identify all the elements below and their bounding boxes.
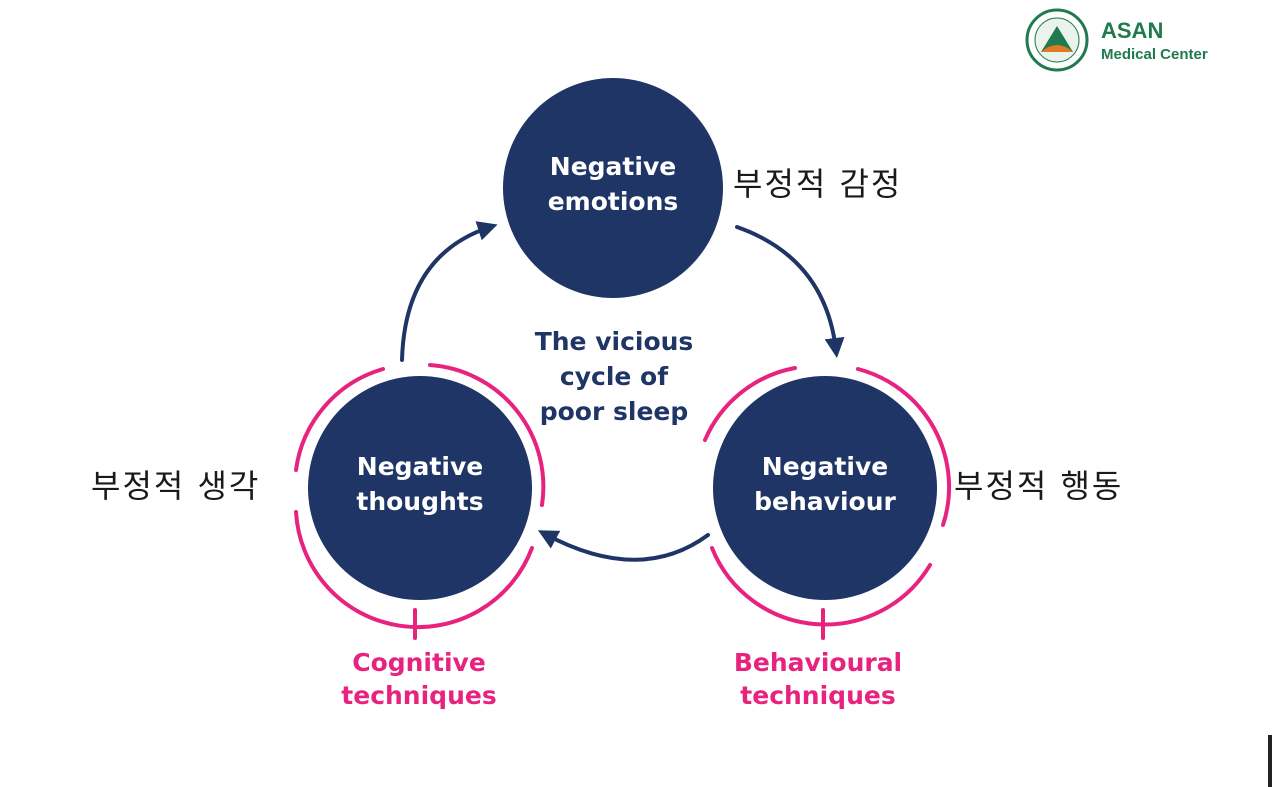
asan-emblem-icon [1025,8,1089,72]
scrollbar[interactable] [1268,735,1272,787]
logo-subtitle: Medical Center [1101,46,1208,63]
behavioural-arc [703,366,952,640]
node-emotions-line2: emotions [548,187,679,216]
asan-logo: ASAN Medical Center [1025,8,1208,72]
node-thoughts-line2: thoughts [356,487,483,516]
cognitive-techniques-label: Cognitive techniques [341,648,496,710]
center-line-1: The vicious [535,327,694,356]
node-negative-behaviour: Negative behaviour [713,376,937,600]
behavioural-line-2: techniques [740,681,895,710]
korean-label-thoughts: 부정적 생각 [91,467,260,505]
arrow-thoughts-to-emotions [400,221,498,362]
korean-label-emotions: 부정적 감정 [733,165,902,203]
korean-label-behaviour: 부정적 행동 [954,467,1123,505]
center-line-3: poor sleep [540,397,689,426]
cognitive-line-2: techniques [341,681,496,710]
logo-title: ASAN [1101,18,1163,43]
node-negative-emotions: Negative emotions [503,78,723,298]
center-label: The vicious cycle of poor sleep [535,327,694,426]
cognitive-arc [294,363,546,640]
node-thoughts-line1: Negative [357,452,483,481]
cycle-arrows [400,221,845,562]
node-behaviour-line2: behaviour [754,487,896,516]
node-behaviour-line1: Negative [762,452,888,481]
node-negative-thoughts: Negative thoughts [308,376,532,600]
center-line-2: cycle of [560,362,669,391]
arrow-behaviour-to-thoughts [537,530,710,562]
behavioural-techniques-label: Behavioural techniques [734,648,902,710]
cognitive-line-1: Cognitive [352,648,486,677]
node-emotions-line1: Negative [550,152,676,181]
arrow-emotions-to-behaviour [735,225,845,358]
behavioural-line-1: Behavioural [734,648,902,677]
